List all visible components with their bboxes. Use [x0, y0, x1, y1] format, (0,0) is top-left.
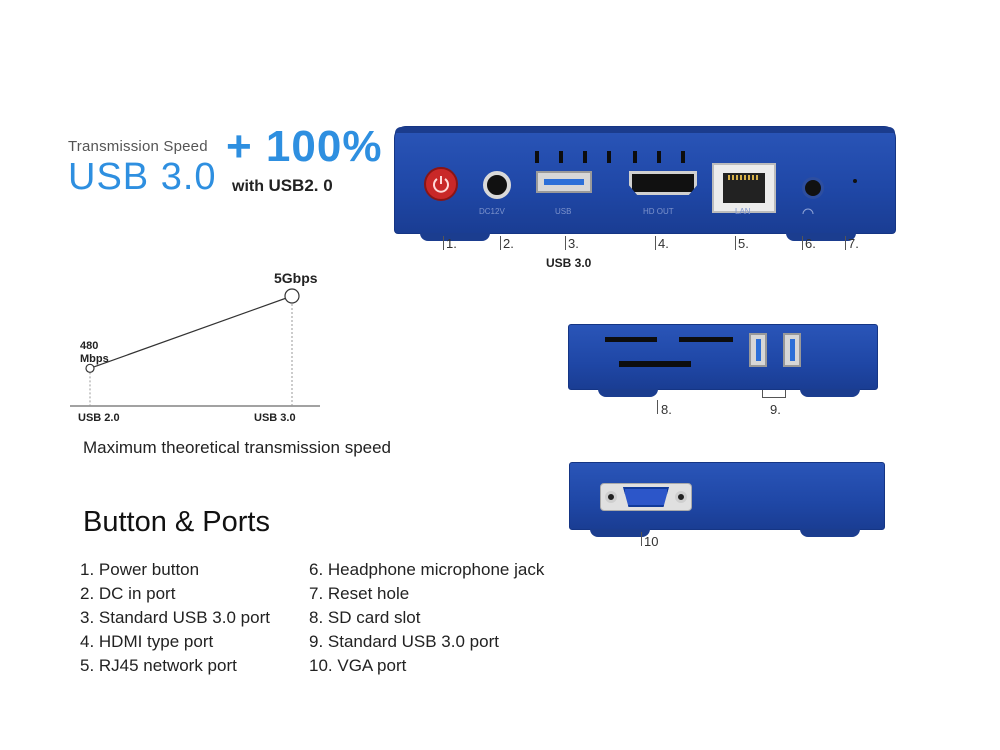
usb3-port [536, 171, 592, 193]
vent-slot [559, 151, 563, 163]
sd-card-slot [619, 361, 691, 367]
list-item: 4. HDMI type port [80, 632, 214, 651]
device-foot [590, 529, 650, 537]
label-num-1: 1. [446, 236, 457, 251]
transmission-speed-text: Transmission Speed [68, 138, 208, 155]
usb-version-text: USB 3.0 [68, 156, 217, 198]
label-num-8: 8. [661, 402, 672, 417]
usb3-port [783, 333, 801, 367]
leader-line [657, 400, 658, 414]
label-num-10: 10 [644, 534, 659, 549]
ports-list-left: 1. Power button 2. DC in port 3. Standar… [80, 558, 270, 678]
usb-port-text: USB [555, 207, 572, 216]
device-foot [598, 389, 658, 397]
headphone-jack [802, 177, 824, 199]
vent-slot [583, 151, 587, 163]
with-text: with [232, 178, 269, 195]
point-usb3 [284, 288, 300, 304]
device-rear-view: DC12V USB HD OUT LAN [394, 126, 896, 234]
leader-line [565, 236, 566, 250]
lan-port-text: LAN [735, 207, 751, 216]
rj45-port [712, 163, 776, 213]
device-foot [420, 233, 490, 241]
label-num-2: 2. [503, 236, 514, 251]
list-item: 7. Reset hole [309, 584, 410, 603]
power-button[interactable] [424, 167, 458, 201]
leader-line [500, 236, 501, 250]
reset-hole [853, 179, 857, 183]
speed-chart: 480 Mbps 5Gbps USB 2.0 USB 3.0 [70, 266, 360, 426]
leader-line [443, 236, 444, 250]
label-num-9: 9. [770, 402, 781, 417]
label-num-6: 6. [805, 236, 816, 251]
leader-line [735, 236, 736, 250]
usb3-callout: USB 3.0 [546, 256, 592, 270]
vga-screw [675, 491, 687, 503]
list-item: 6. Headphone microphone jack [309, 560, 545, 579]
label-num-4: 4. [658, 236, 669, 251]
device-side-view [568, 324, 878, 390]
device-foot [786, 233, 856, 241]
hdmi-port [629, 171, 697, 195]
headphone-icon [802, 208, 814, 215]
usb3-port [749, 333, 767, 367]
speed-chart-svg [70, 288, 320, 407]
list-item: 2. DC in port [80, 584, 176, 603]
device-foot [800, 389, 860, 397]
speed-headline: Transmission Speed + 100% USB 3.0 with U… [68, 122, 398, 202]
chart-caption: Maximum theoretical transmission speed [83, 438, 392, 457]
point-label-5g: 5Gbps [274, 270, 318, 286]
usb-tongue [756, 339, 761, 361]
dc-in-port [483, 171, 511, 199]
power-icon [433, 176, 449, 193]
label-num-7: 7. [848, 236, 859, 251]
point-label-480: 480 Mbps [80, 340, 109, 366]
x-label-usb3: USB 3.0 [254, 412, 296, 424]
leader-bracket [762, 390, 786, 398]
list-item: 3. Standard USB 3.0 port [80, 608, 270, 627]
usb-tongue [544, 179, 584, 185]
label-num-5: 5. [738, 236, 749, 251]
vga-plate [600, 483, 692, 511]
leader-line [845, 236, 846, 250]
list-item: 9. Standard USB 3.0 port [309, 632, 499, 651]
card-slot [679, 337, 733, 342]
vent-slot [535, 151, 539, 163]
device-foot [800, 529, 860, 537]
ports-title: Button & Ports [83, 506, 270, 538]
point-usb2 [85, 363, 95, 373]
dc-port-text: DC12V [479, 207, 505, 216]
vent-slot [681, 151, 685, 163]
vent-slot [633, 151, 637, 163]
with-usb2-line: with USB2. 0 [232, 176, 333, 196]
rj45-pins [728, 175, 760, 180]
card-slot [605, 337, 657, 342]
list-item: 1. Power button [80, 560, 200, 579]
hdmi-port-text: HD OUT [643, 207, 674, 216]
vga-screw [605, 491, 617, 503]
x-label-usb2: USB 2.0 [78, 412, 120, 424]
leader-line [641, 532, 642, 546]
label-num-3: 3. [568, 236, 579, 251]
ports-list-right: 6. Headphone microphone jack 7. Reset ho… [309, 558, 544, 678]
speed-line [89, 295, 293, 369]
usb-tongue [790, 339, 795, 361]
vent-slot [607, 151, 611, 163]
plus-percent-text: + 100% [226, 122, 383, 171]
point-unit-mbps: Mbps [80, 353, 109, 365]
vent-slot [657, 151, 661, 163]
vga-port [623, 487, 669, 507]
list-item: 5. RJ45 network port [80, 656, 237, 675]
device-back-view [569, 462, 885, 530]
list-item: 8. SD card slot [309, 608, 421, 627]
point-value-480: 480 [80, 340, 99, 352]
leader-line [655, 236, 656, 250]
leader-line [802, 236, 803, 250]
device-top-lip [395, 127, 895, 133]
usb2-text: USB2. 0 [268, 176, 333, 195]
list-item: 10. VGA port [309, 656, 407, 675]
